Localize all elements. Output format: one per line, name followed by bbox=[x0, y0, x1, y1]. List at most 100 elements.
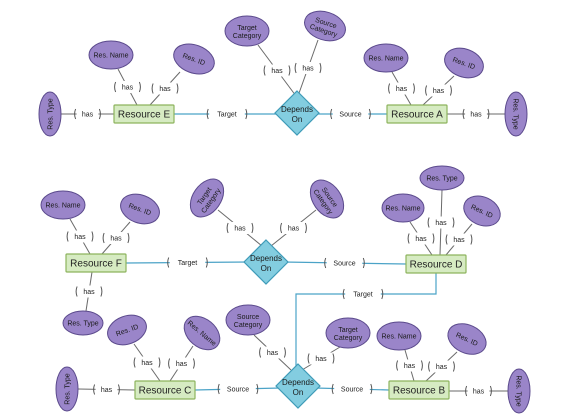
bracket-right-icon bbox=[449, 85, 452, 96]
connector-label: has bbox=[453, 237, 465, 244]
entity-label: Resource B bbox=[393, 386, 446, 397]
has-label: has bbox=[74, 108, 101, 120]
relationship-label-line1: Depends bbox=[281, 105, 313, 114]
attribute-label: Res. Name bbox=[381, 334, 416, 341]
attribute-d-id: Res. ID bbox=[463, 195, 501, 227]
attribute-label: Res. Type bbox=[426, 176, 457, 183]
has-label: has bbox=[307, 352, 335, 365]
bracket-right-icon bbox=[412, 83, 415, 94]
bracket-left-icon bbox=[133, 357, 136, 368]
connector-label: has bbox=[473, 389, 485, 396]
bracket-left-icon bbox=[465, 385, 468, 397]
connector-label: has bbox=[234, 226, 246, 233]
bracket-right-icon bbox=[452, 361, 455, 372]
connector-label: Source bbox=[227, 387, 249, 394]
bracket-left-icon bbox=[259, 347, 262, 358]
connector-label: has bbox=[271, 68, 283, 75]
bracket-right-icon bbox=[283, 347, 286, 358]
bracket-right-icon bbox=[319, 62, 322, 74]
attribute-d-type: Res. Type bbox=[419, 165, 465, 191]
has-label: has bbox=[445, 233, 473, 246]
connector-label: has bbox=[435, 220, 447, 227]
bracket-right-icon bbox=[158, 357, 161, 368]
has-label: has bbox=[259, 346, 286, 359]
attribute-label: Res. Type bbox=[515, 375, 522, 406]
has-label: has bbox=[427, 216, 455, 229]
bracket-right-icon bbox=[304, 222, 307, 234]
has-label: has bbox=[168, 357, 195, 370]
bracket-left-icon bbox=[425, 85, 428, 96]
entity-resource-e[interactable]: Resource E bbox=[113, 104, 175, 124]
bracket-right-icon bbox=[256, 383, 259, 395]
bracket-right-icon bbox=[332, 353, 335, 364]
bracket-right-icon bbox=[432, 233, 435, 244]
connector-label: Source bbox=[339, 112, 361, 119]
attribute-b-name: Res. Name bbox=[376, 321, 422, 351]
has-label: has bbox=[263, 64, 291, 77]
bracket-right-icon bbox=[127, 232, 130, 244]
connector-label: has bbox=[433, 88, 445, 95]
attribute-label: Res. Type bbox=[67, 321, 98, 328]
entity-label: Resource E bbox=[118, 110, 171, 121]
target-label: Target bbox=[206, 108, 248, 120]
has-label: has bbox=[294, 62, 322, 74]
entity-resource-c[interactable]: Resource C bbox=[134, 380, 196, 400]
attribute-b-type: Res. Type bbox=[507, 368, 531, 414]
bracket-left-icon bbox=[342, 288, 345, 300]
bracket-left-icon bbox=[75, 286, 78, 297]
has-label: has bbox=[425, 84, 452, 97]
entity-resource-a[interactable]: Resource A bbox=[386, 104, 448, 124]
bracket-right-icon bbox=[487, 108, 490, 120]
has-label: has bbox=[93, 383, 120, 396]
bracket-right-icon bbox=[205, 257, 208, 268]
entity-resource-f[interactable]: Resource F bbox=[65, 253, 127, 273]
bracket-left-icon bbox=[102, 232, 105, 244]
source-label: Source bbox=[217, 383, 259, 395]
relationship-label-line1: Depends bbox=[282, 378, 314, 387]
connector-label: has bbox=[436, 364, 448, 371]
attribute-f-name: Res. Name bbox=[40, 190, 86, 220]
bracket-right-icon bbox=[100, 286, 103, 297]
connector-label: has bbox=[470, 112, 482, 119]
attribute-label-line1: Target bbox=[338, 327, 358, 334]
bracket-right-icon bbox=[381, 288, 384, 300]
bracket-left-icon bbox=[263, 65, 266, 76]
bracket-left-icon bbox=[331, 383, 334, 395]
has-label: has bbox=[133, 356, 161, 369]
bracket-right-icon bbox=[138, 81, 141, 93]
bracket-right-icon bbox=[176, 83, 179, 94]
entity-resource-d[interactable]: Resource D bbox=[405, 254, 467, 274]
relationship-label-line2: On bbox=[293, 388, 304, 397]
connector-label: has bbox=[141, 360, 153, 367]
bracket-right-icon bbox=[192, 358, 195, 369]
connector-label: Source bbox=[333, 261, 355, 268]
relationship-label-line1: Depends bbox=[250, 254, 282, 263]
bracket-left-icon bbox=[167, 257, 170, 268]
bracket-left-icon bbox=[168, 358, 171, 369]
entity-resource-b[interactable]: Resource B bbox=[388, 380, 450, 400]
entity-label: Resource D bbox=[410, 260, 463, 271]
attribute-label: Res. Type bbox=[512, 98, 519, 129]
source-label: Source bbox=[330, 108, 371, 120]
attribute-a-name: Res. Name bbox=[363, 43, 409, 73]
connector-label: has bbox=[404, 363, 416, 370]
attribute-c-type: Res. Type bbox=[55, 366, 79, 412]
connector-label: has bbox=[122, 85, 134, 92]
connector-label: Target bbox=[217, 112, 237, 119]
bracket-left-icon bbox=[445, 234, 448, 245]
has-label: has bbox=[280, 222, 307, 234]
bracket-right-icon bbox=[245, 108, 248, 120]
bracket-left-icon bbox=[151, 83, 154, 94]
attribute-label: Res. Type bbox=[48, 98, 55, 129]
bracket-right-icon bbox=[368, 108, 371, 120]
bracket-right-icon bbox=[362, 257, 365, 269]
connector-label: has bbox=[415, 236, 427, 243]
